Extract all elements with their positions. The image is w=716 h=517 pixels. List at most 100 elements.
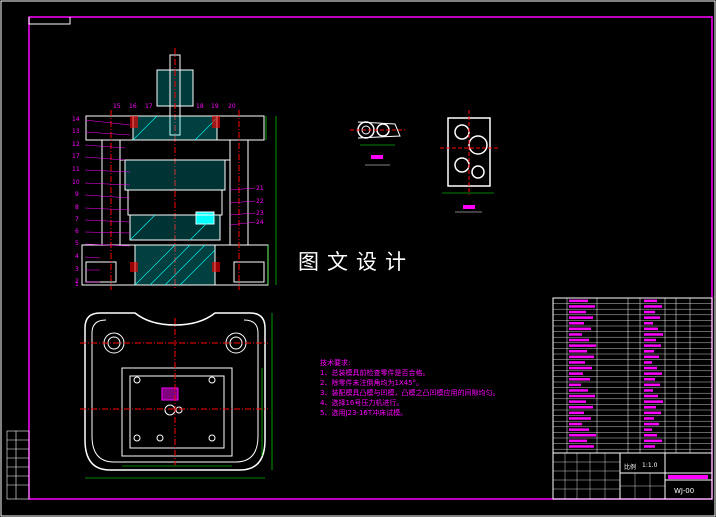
watermark: 图文设计: [298, 250, 414, 274]
table-cell-mark: [569, 333, 582, 336]
part-label: 12: [72, 141, 80, 148]
table-cell-mark: [569, 305, 595, 308]
part-detail-2: [440, 110, 498, 213]
table-cell-mark: [644, 411, 661, 415]
table-cell-mark: [644, 361, 652, 364]
table-cell-mark: [644, 310, 655, 314]
table-cell-mark: [569, 299, 588, 303]
table-cell-mark: [569, 400, 586, 403]
table-cell-mark: [569, 366, 592, 370]
part-labels-left: 14 13 12 17 11 10 9 8 7 6 5 4 3 2 1: [72, 116, 80, 288]
table-cell-mark: [569, 310, 586, 314]
part-labels-top: 15 16 17 18 19 20: [113, 103, 236, 110]
part-label: 7: [75, 216, 79, 223]
part-label: 24: [256, 219, 264, 226]
notes-item: 1、总装模具前检查零件是否合格。: [320, 369, 430, 377]
table-cell-mark: [644, 445, 655, 448]
front-section-view: [81, 48, 277, 290]
table-cell-mark: [569, 411, 584, 415]
plan-view: [80, 312, 273, 479]
table-cell-mark: [644, 316, 660, 319]
drawing-border: [28, 16, 713, 500]
table-cell-mark: [644, 305, 662, 308]
table-cell-mark: [569, 316, 593, 319]
part-label: 2: [75, 278, 79, 285]
table-cell-mark: [569, 434, 596, 437]
table-cell-mark: [569, 322, 584, 325]
part-label: 5: [75, 240, 79, 247]
part-label: 17: [72, 153, 80, 160]
part-label: 1: [75, 281, 79, 288]
part-label: 18: [196, 103, 204, 110]
table-cell-mark: [569, 422, 582, 426]
technical-requirements: 技术要求: 1、总装模具前检查零件是否合格。 2、除零件未注倒角均为1X45°。…: [320, 358, 499, 418]
left-edge-table: [6, 430, 30, 500]
table-cell-mark: [644, 344, 661, 347]
table-cell-mark: [644, 322, 653, 325]
table-cell-mark: [569, 428, 589, 431]
table-cell-mark: [644, 350, 654, 353]
table-cell-mark: [569, 350, 587, 353]
table-cell-mark: [644, 406, 656, 409]
part-label: 17: [145, 103, 153, 110]
table-cell-mark: [569, 355, 594, 359]
notes-item: 2、除零件未注倒角均为1X45°。: [320, 379, 424, 387]
table-cell-mark: [644, 338, 656, 342]
scale-label: 比例: [624, 464, 637, 471]
table-cell-mark: [569, 344, 596, 347]
top-left-tab: [28, 17, 71, 25]
part-label: 22: [256, 198, 264, 205]
scale-value: 1:1.0: [642, 462, 658, 469]
part-label: 6: [75, 228, 79, 235]
part-label: 15: [113, 103, 121, 110]
table-cell-mark: [569, 406, 593, 409]
table-cell-mark: [569, 394, 595, 398]
table-cell-mark: [644, 366, 657, 370]
table-cell-mark: [569, 338, 589, 342]
part-label: 16: [129, 103, 137, 110]
part-label: 20: [228, 103, 236, 110]
table-cell-mark: [644, 378, 655, 381]
table-cell-mark: [644, 389, 653, 392]
part-label: 23: [256, 210, 264, 217]
part-detail-1: [350, 121, 405, 166]
part-labels-right: 21 22 23 24: [256, 185, 264, 226]
table-cell-mark: [569, 327, 591, 331]
part-label: 19: [211, 103, 219, 110]
notes-item: 4、选择16号压力机进行。: [320, 399, 404, 407]
table-cell-mark: [569, 361, 585, 364]
table-cell-mark: [644, 299, 657, 303]
table-cell-mark: [644, 439, 662, 443]
table-cell-mark: [644, 383, 660, 387]
notes-item: 3、装配模具凸模与凹模，凸模之凸凹模应用的间隙均匀。: [320, 389, 500, 397]
part-label: 4: [75, 253, 79, 260]
table-cell-mark: [569, 372, 583, 375]
part-label: 21: [256, 185, 264, 192]
table-cell-mark: [569, 383, 581, 387]
part-label: 8: [75, 204, 79, 211]
table-cell-mark: [569, 445, 594, 448]
notes-item: 5、选用J23-16T冲床试模。: [320, 409, 408, 417]
title-block: [552, 452, 713, 500]
drawing-number: WJ-00: [674, 487, 695, 495]
table-cell-mark: [644, 394, 658, 398]
part-label: 9: [75, 191, 79, 198]
part-label: 13: [72, 128, 80, 135]
table-cell-mark: [644, 355, 659, 359]
table-cell-mark: [644, 327, 658, 331]
table-cell-mark: [644, 333, 663, 336]
table-cell-mark: [569, 378, 590, 381]
table-cell-mark: [644, 428, 652, 431]
part-label: 11: [72, 166, 80, 173]
table-cell-mark: [569, 389, 588, 392]
notes-title: 技术要求:: [320, 359, 351, 367]
table-cell-mark: [644, 400, 663, 403]
table-cell-mark: [644, 434, 657, 437]
parts-list-table: [552, 297, 713, 454]
part-label: 14: [72, 116, 80, 123]
part-label: 3: [75, 266, 79, 273]
table-cell-mark: [644, 417, 654, 420]
table-cell-mark: [569, 439, 587, 443]
